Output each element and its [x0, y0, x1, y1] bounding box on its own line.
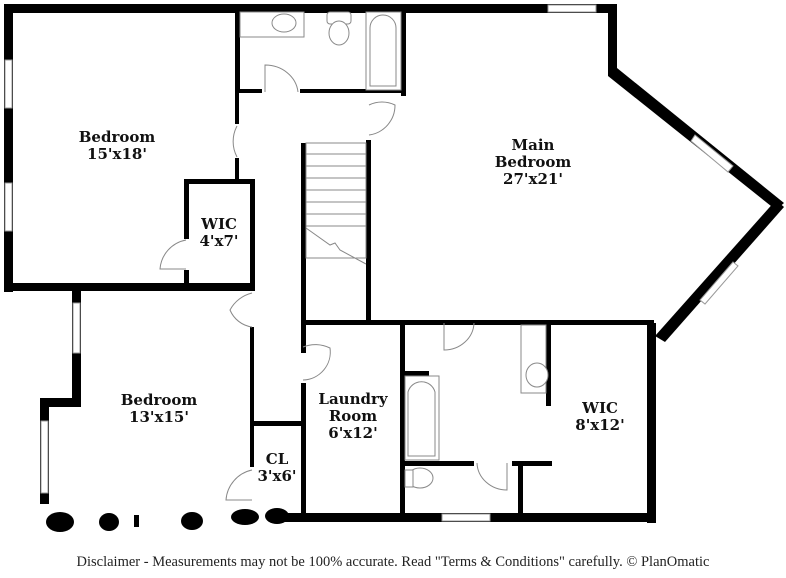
room-dimensions: 4'x7' — [199, 232, 239, 250]
window-main-bedroom-angle-2 — [699, 261, 739, 305]
door-bedroom1 — [232, 125, 238, 158]
room-label-closet: CL 3'x6' — [254, 451, 300, 485]
room-name: WIC — [582, 399, 618, 417]
door-wic2 — [476, 462, 508, 491]
window-bedroom1-upper — [4, 59, 13, 109]
room-name-line1: Laundry — [318, 390, 388, 408]
window-bedroom2-upper — [72, 302, 81, 354]
interior-walls — [184, 10, 654, 520]
main-bath-sink — [525, 362, 549, 388]
windows — [4, 4, 739, 522]
room-dimensions: 8'x12' — [575, 416, 625, 434]
room-dimensions: 3'x6' — [257, 467, 297, 485]
room-dimensions: 13'x15' — [129, 408, 189, 426]
room-label-main-bedroom: Main Bedroom 27'x21' — [478, 137, 588, 188]
room-dimensions: 15'x18' — [87, 145, 147, 163]
hall-bath-sink — [271, 13, 297, 33]
hall-bath-toilet — [328, 20, 350, 46]
room-name-line2: Room — [328, 407, 378, 425]
room-name-line1: Main — [511, 136, 555, 154]
room-name-line2: Bedroom — [494, 153, 572, 171]
door-main-bath — [443, 322, 475, 351]
door-linen — [368, 101, 396, 136]
room-name: Bedroom — [120, 391, 198, 409]
door-laundry — [302, 344, 331, 381]
window-main-bedroom-top — [547, 4, 597, 13]
room-name: Bedroom — [78, 128, 156, 146]
room-label-wic-1: WIC 4'x7' — [191, 216, 247, 250]
room-label-bedroom-1: Bedroom 15'x18' — [62, 129, 172, 163]
room-dimensions: 6'x12' — [328, 424, 378, 442]
doors — [159, 64, 508, 501]
disclaimer-text: Disclaimer - Measurements may not be 100… — [76, 554, 710, 570]
fixtures — [239, 11, 549, 489]
room-name: CL — [265, 450, 289, 468]
main-bath-tub — [404, 375, 440, 461]
room-dimensions: 27'x21' — [503, 170, 563, 188]
door-hall-bath — [264, 64, 299, 93]
room-label-bedroom-2: Bedroom 13'x15' — [104, 392, 214, 426]
window-bedroom1-lower — [4, 182, 13, 232]
window-main-bath — [441, 513, 491, 522]
door-bedroom2 — [229, 292, 253, 328]
door-closet — [225, 469, 253, 501]
room-label-laundry: Laundry Room 6'x12' — [306, 391, 400, 442]
cropped-artifacts — [46, 508, 289, 532]
room-name: WIC — [201, 215, 237, 233]
door-wic1 — [159, 239, 187, 270]
window-main-bedroom-angle-1 — [690, 134, 734, 173]
stairs — [305, 142, 367, 265]
room-label-wic-2: WIC 8'x12' — [560, 400, 640, 434]
window-bedroom2-lower — [40, 420, 49, 494]
